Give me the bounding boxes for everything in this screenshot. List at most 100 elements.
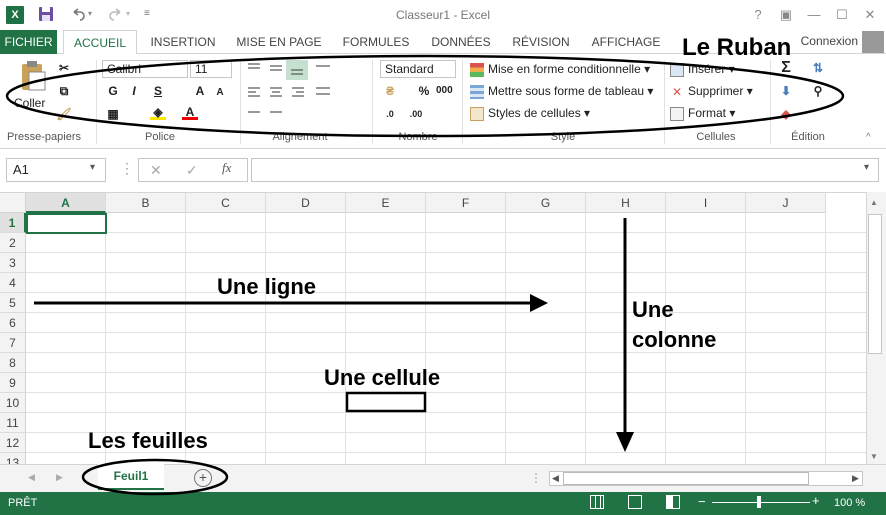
row-header[interactable]: 6 [0,313,26,333]
row-header[interactable]: 5 [0,293,26,313]
currency-icon[interactable]: ₴ [385,84,394,98]
tab-file[interactable]: FICHIER [0,30,57,54]
zoom-in-icon[interactable]: + [812,493,820,508]
column-header[interactable]: F [426,193,506,213]
undo-dropdown-icon[interactable]: ▾ [88,9,93,18]
format-button[interactable]: Format ▾ [670,104,735,122]
autosum-button[interactable]: Σ [781,59,791,76]
sheet-tab[interactable]: Feuil1 [98,464,164,490]
row-header[interactable]: 12 [0,433,26,453]
tab-review[interactable]: RÉVISION [512,35,570,49]
active-cell[interactable] [26,213,107,234]
maximize-icon[interactable]: ☐ [836,7,848,22]
sort-filter-icon[interactable]: ⇅ [812,61,824,75]
clear-icon[interactable]: ◆ [781,107,791,121]
copy-icon[interactable]: ⧉ [59,84,69,98]
minimize-icon[interactable]: — [807,7,821,22]
tab-data[interactable]: DONNÉES [431,35,491,49]
tab-insert[interactable]: INSERTION [150,35,216,49]
prev-sheet-icon[interactable]: ◀ [28,472,35,482]
sign-in-link[interactable]: Connexion [800,34,858,48]
bold-button[interactable]: G [108,84,118,98]
scroll-up-icon[interactable]: ▲ [870,198,878,207]
row-header[interactable]: 1 [0,213,26,233]
customize-toolbar-icon[interactable]: ≡ [144,8,150,19]
row-header[interactable]: 8 [0,353,26,373]
add-sheet-button[interactable]: + [194,469,212,487]
zoom-out-icon[interactable]: − [698,494,706,509]
row-header[interactable]: 4 [0,273,26,293]
increase-decimal-icon[interactable]: .0 [386,109,394,119]
row-header[interactable]: 2 [0,233,26,253]
expand-formula-bar-icon[interactable]: ▾ [864,162,870,173]
number-format-select[interactable]: Standard [380,60,456,78]
scroll-left-icon[interactable]: ◀ [552,473,559,483]
page-layout-view-icon[interactable] [628,495,642,509]
column-header[interactable]: A [26,193,106,213]
scroll-right-icon[interactable]: ▶ [852,473,859,483]
row-header[interactable]: 9 [0,373,26,393]
column-header[interactable]: I [666,193,746,213]
scroll-down-icon[interactable]: ▼ [870,452,878,461]
horizontal-scroll-thumb[interactable] [563,472,809,485]
redo-icon[interactable] [108,6,124,24]
font-color-button[interactable]: A [182,104,198,120]
format-as-table-button[interactable]: Mettre sous forme de tableau ▾ [470,82,653,100]
vertical-scroll-thumb[interactable] [868,214,882,354]
find-select-icon[interactable]: ⚲ [813,84,823,98]
select-all-corner[interactable] [0,193,26,213]
close-icon[interactable]: ✕ [864,7,876,22]
cell-styles-button[interactable]: Styles de cellules ▾ [470,104,590,122]
tab-view[interactable]: AFFICHAGE [591,35,661,49]
cut-icon[interactable]: ✂ [58,61,70,75]
column-header[interactable]: G [506,193,586,213]
chevron-down-icon[interactable]: ▾ [90,162,96,173]
decrease-decimal-icon[interactable]: .00 [409,109,423,119]
avatar[interactable] [862,31,884,53]
row-header[interactable]: 7 [0,333,26,353]
collapse-ribbon-icon[interactable]: ^ [866,132,871,143]
redo-dropdown-icon[interactable]: ▾ [126,9,131,18]
row-header[interactable]: 13 [0,453,26,464]
column-header[interactable]: C [186,193,266,213]
column-header[interactable]: B [106,193,186,213]
cancel-button[interactable]: ✕ [150,162,162,178]
tab-formulas[interactable]: FORMULES [342,35,410,49]
column-header[interactable]: E [346,193,426,213]
alignment-buttons[interactable] [246,60,366,130]
row-header[interactable]: 11 [0,413,26,433]
cell-area[interactable] [26,213,866,464]
conditional-formatting-button[interactable]: Mise en forme conditionnelle ▾ [470,60,650,78]
zoom-slider-track[interactable] [712,502,810,503]
grow-font-button[interactable]: A [195,84,205,98]
formula-input[interactable] [251,158,879,182]
percent-button[interactable]: % [418,84,430,98]
save-icon[interactable] [38,6,54,24]
tab-home[interactable]: ACCUEIL [63,30,137,55]
name-box[interactable]: A1 [6,158,106,182]
fill-icon[interactable]: ⬇ [780,84,792,98]
italic-button[interactable]: I [132,84,136,98]
zoom-slider-thumb[interactable] [757,496,761,508]
insert-function-button[interactable]: fx [222,160,232,175]
confirm-button[interactable]: ✓ [186,162,198,178]
fill-color-icon[interactable]: ◈ [150,104,166,120]
ribbon-display-options-icon[interactable]: ▣ [779,7,793,22]
column-header[interactable]: D [266,193,346,213]
shrink-font-button[interactable]: A [216,87,224,98]
borders-icon[interactable]: ▦ [107,107,119,121]
delete-button[interactable]: ✕Supprimer ▾ [671,84,753,99]
underline-button[interactable]: S [153,84,162,98]
page-break-view-icon[interactable] [666,495,680,509]
help-button[interactable]: ? [754,7,762,22]
tab-split-grip-icon[interactable]: ⋮ [530,471,542,485]
next-sheet-icon[interactable]: ▶ [56,472,63,482]
tab-page-layout[interactable]: MISE EN PAGE [236,35,322,49]
normal-view-icon[interactable] [590,495,604,509]
column-header[interactable]: H [586,193,666,213]
undo-icon[interactable] [70,6,86,24]
column-header[interactable]: J [746,193,826,213]
zoom-level[interactable]: 100 % [834,497,866,509]
row-header[interactable]: 10 [0,393,26,413]
thousands-separator-button[interactable]: 000 [436,85,453,96]
